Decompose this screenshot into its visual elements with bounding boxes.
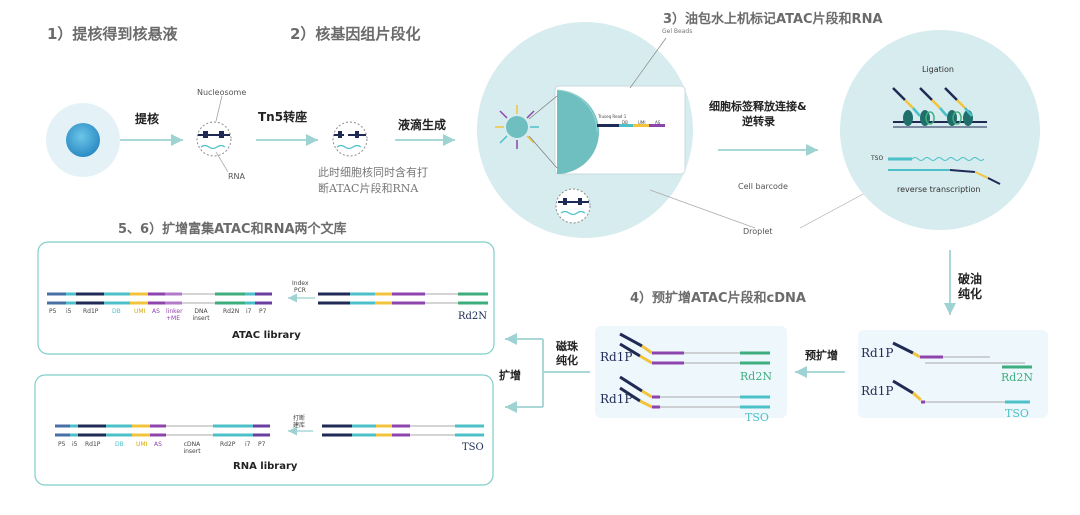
break-oil-2: 纯化 (958, 287, 983, 301)
atac-library-title: ATAC library (232, 330, 301, 341)
amplify-label: 扩增 (499, 369, 521, 382)
index-pcr-2: PCR (294, 287, 306, 294)
tso-mid: TSO (745, 411, 769, 424)
nucleosome-label: Nucleosome (197, 88, 247, 97)
magbead-1: 磁珠 (556, 340, 578, 353)
cell-icon (46, 103, 120, 177)
atac-seg-rd1p: Rd1P (83, 308, 99, 315)
rna-seg-as: AS (154, 441, 162, 448)
rd1p-right-2: Rd1P (861, 384, 894, 398)
fragmented-nucleus-icon (332, 121, 368, 157)
step1-title: 1）提核得到核悬液 (47, 25, 178, 43)
atac-seg-p5: P5 (49, 308, 57, 315)
cell-barcode-label: Cell barcode (738, 182, 788, 191)
rna-seg-db: DB (115, 441, 124, 448)
fragment-1: 打断 (293, 415, 306, 422)
magbead-2: 纯化 (556, 354, 578, 367)
truseq-label: Truseq Read 1 (598, 114, 627, 119)
fragment-2: 建库 (293, 422, 306, 429)
atac-seg-umi: UMI (134, 308, 146, 315)
rd1p-mid-2: Rd1P (600, 392, 633, 406)
rt-label: reverse transcription (897, 185, 981, 194)
preamp-label: 预扩增 (805, 349, 838, 362)
index-pcr-1: Index (292, 280, 309, 287)
rd2n-mid: Rd2N (740, 370, 772, 383)
step4-title: 4）预扩增ATAC片段和cDNA (630, 291, 806, 306)
rna-seg-i7: i7 (245, 441, 251, 448)
break-oil-1: 破油 (958, 272, 983, 286)
rna-seg-p5: P5 (58, 441, 66, 448)
atac-seg-i7: i7 (246, 308, 252, 315)
umi-label: UMI (638, 120, 646, 125)
db-label: DB (622, 120, 628, 125)
atac-seg-linker: linker +ME (166, 308, 183, 322)
ligation-circle (840, 30, 1040, 230)
atac-seg-as: AS (152, 308, 160, 315)
step3-title: 3）油包水上机标记ATAC片段和RNA (663, 12, 883, 27)
atac-seg-db: DB (112, 308, 121, 315)
atac-seg-p7: P7 (259, 308, 267, 315)
atac-seg-i5: i5 (66, 308, 72, 315)
rna-seg-rd2p: Rd2P (220, 441, 236, 448)
rna-library-panel (34, 374, 494, 486)
droplet-circle (477, 22, 693, 238)
atac-seg-insert: DNA insert (192, 308, 210, 322)
atac-library-panel (37, 241, 495, 355)
rna-library-title: RNA library (233, 461, 298, 472)
release-label-2: 逆转录 (742, 115, 775, 128)
note-line-1: 此时细胞核同时含有打 (318, 166, 428, 179)
ligation-label: Ligation (922, 65, 954, 74)
rna-seg-i5: i5 (72, 441, 78, 448)
rna-seg-insert: cDNA insert (183, 441, 201, 455)
rna-seg-umi: UMI (136, 441, 148, 448)
tn5-label: Tn5转座 (258, 110, 308, 124)
rna-tso-label: TSO (462, 442, 484, 453)
amplify-bracket (505, 333, 590, 413)
extract-label: 提核 (135, 112, 160, 126)
rd1p-right-1: Rd1P (861, 346, 894, 360)
rd1p-mid-1: Rd1P (600, 350, 633, 364)
droplet-label: Droplet (743, 227, 773, 236)
preamp-input-panel (858, 330, 1048, 418)
step56-title: 5、6）扩增富集ATAC和RNA两个文库 (118, 222, 347, 237)
step2-title: 2）核基因组片段化 (290, 25, 421, 43)
nucleus-icon (196, 121, 232, 157)
release-label-1: 细胞标签释放连接& (709, 100, 807, 113)
gel-beads-label: Gel Beads (662, 28, 693, 35)
rna-seg-rd1p: Rd1P (85, 441, 101, 448)
atac-seg-rd2n: Rd2N (223, 308, 240, 315)
rna-seg-p7: P7 (258, 441, 266, 448)
preamp-output-panel (595, 326, 787, 418)
rd2n-right: Rd2N (1001, 371, 1033, 384)
atac-rd2n-label: Rd2N (458, 311, 488, 322)
tso-right: TSO (1005, 407, 1029, 420)
as-label: AS (655, 120, 661, 125)
tso-small-label: TSO (871, 155, 884, 162)
note-line-2: 断ATAC片段和RNA (318, 182, 419, 195)
rna-label: RNA (228, 172, 246, 181)
droplet-gen-label: 液滴生成 (398, 118, 447, 132)
